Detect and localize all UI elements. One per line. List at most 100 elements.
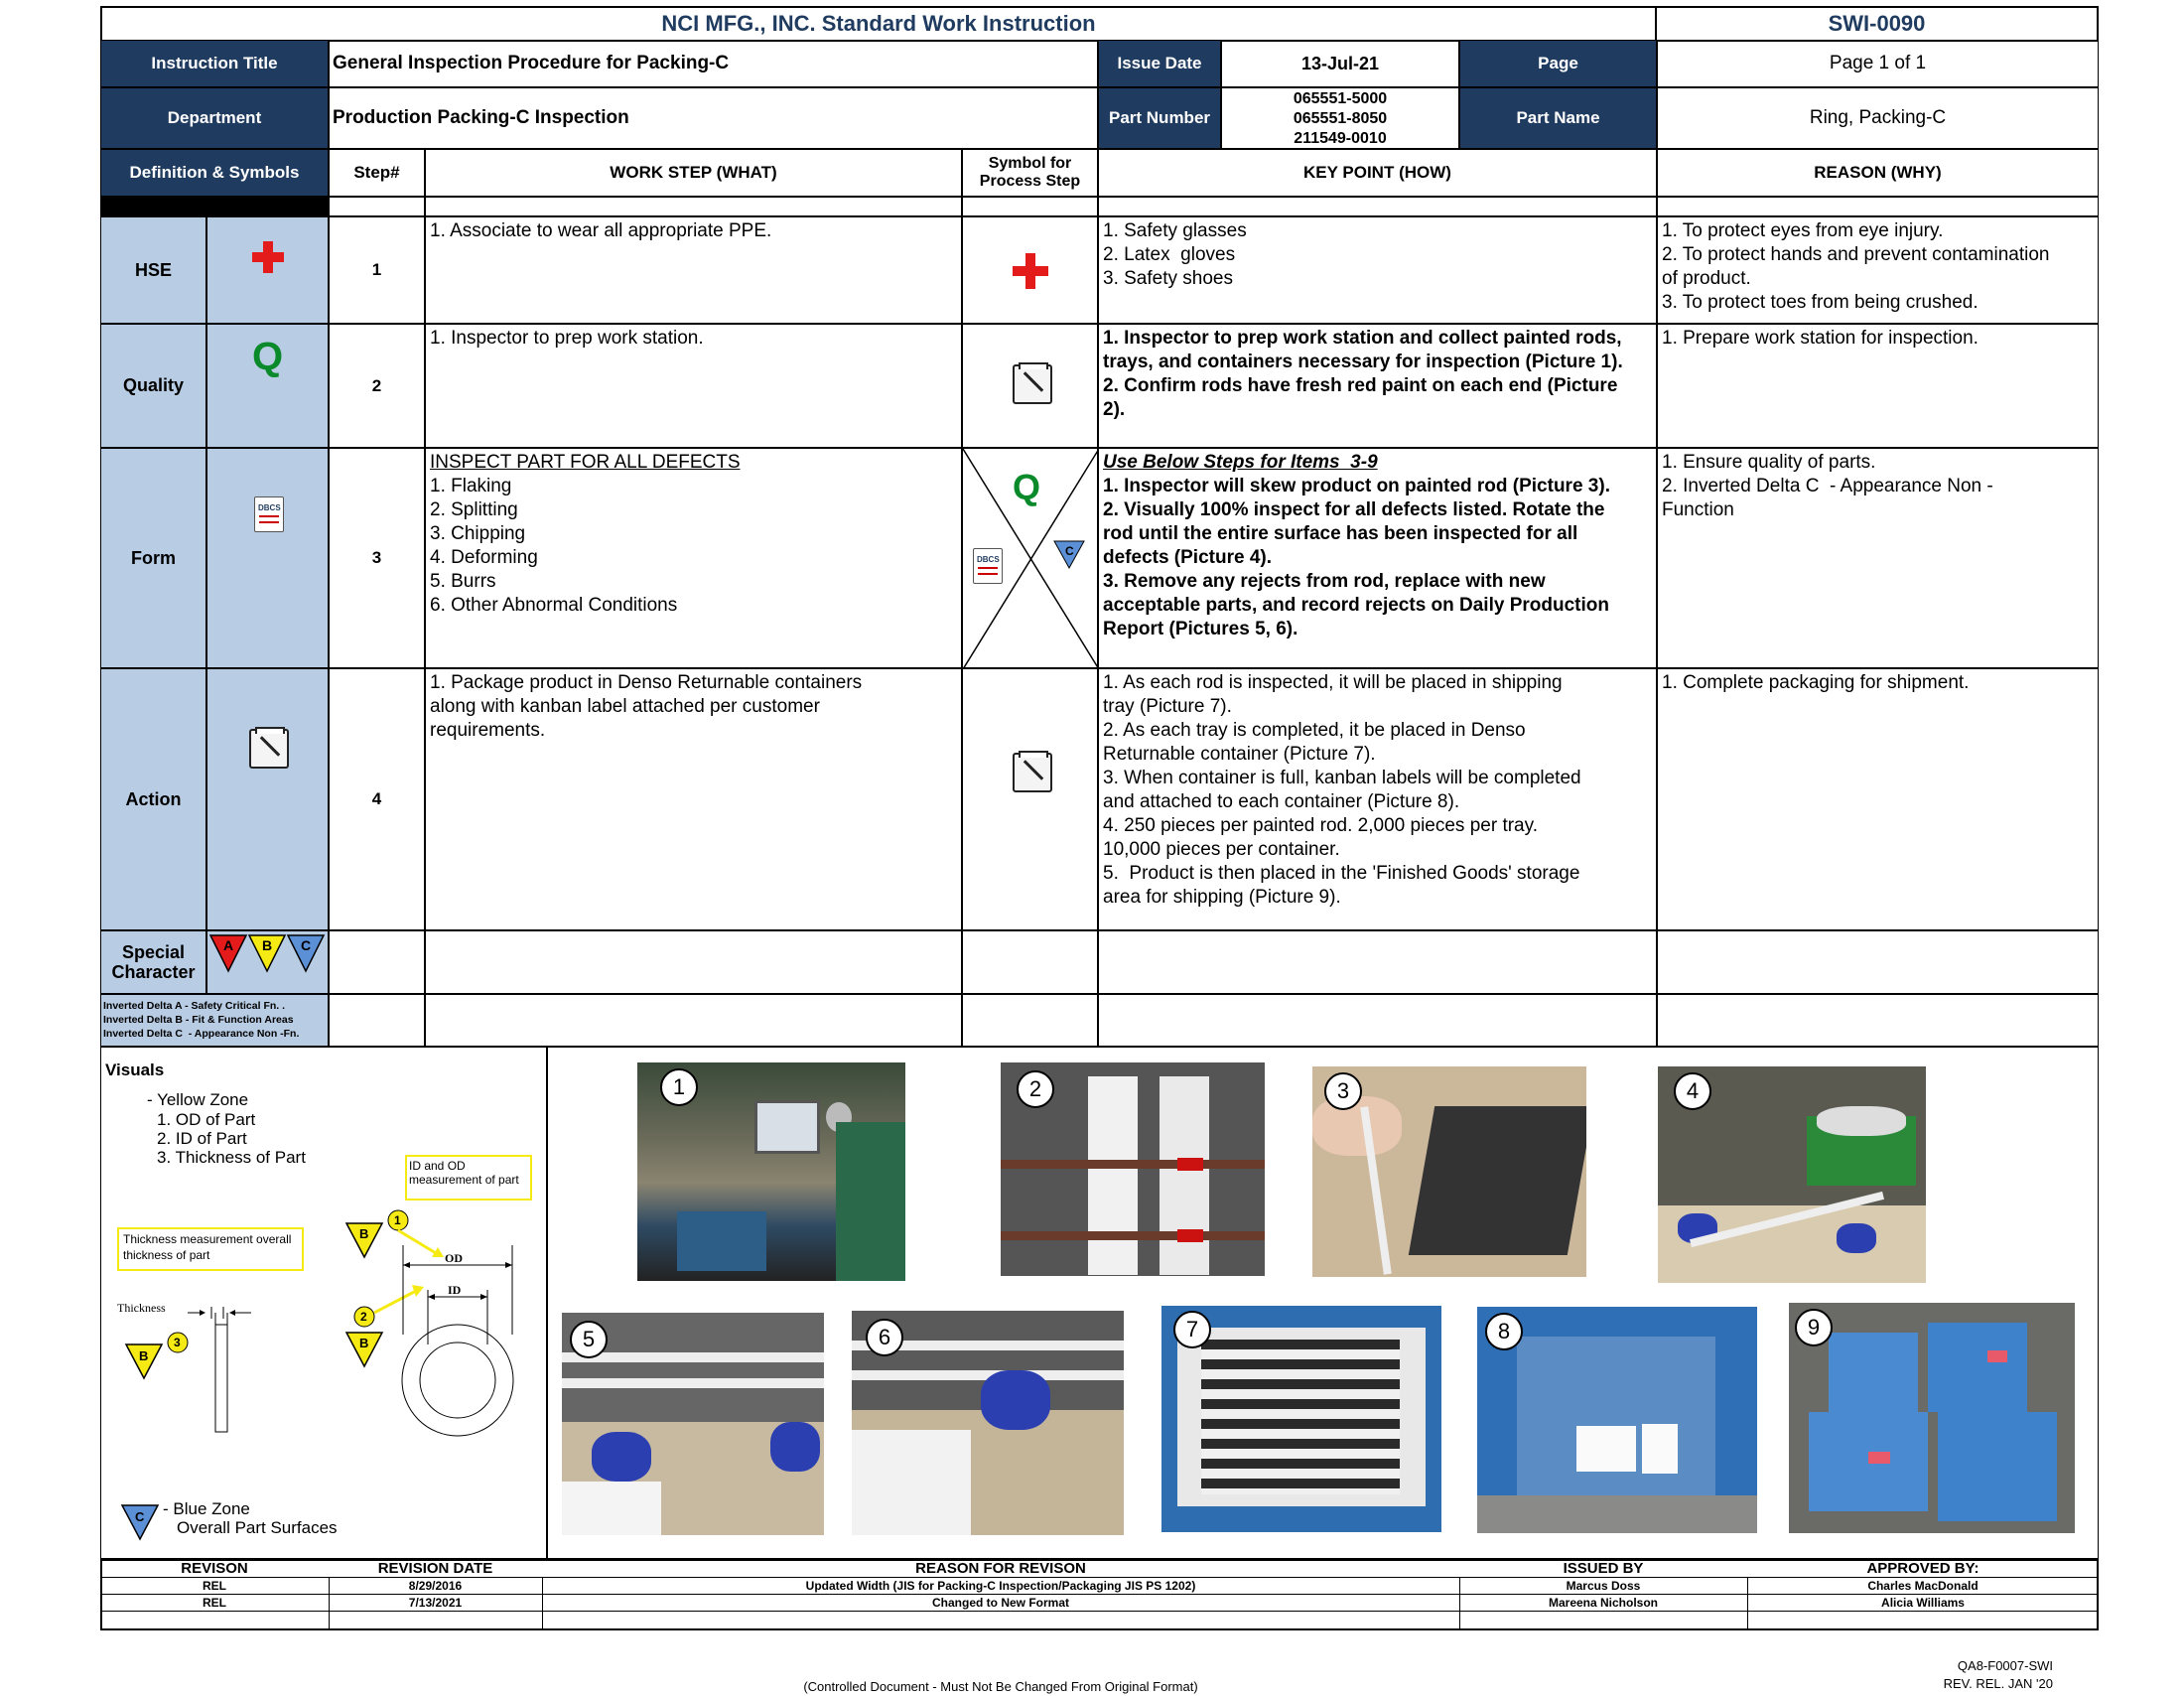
rev-row-1-date: 8/29/2016 xyxy=(408,1579,463,1593)
action-pad-icon xyxy=(249,727,289,769)
step-4-how-line: 2. As each tray is completed, it be plac… xyxy=(1103,720,1526,741)
photos-panel xyxy=(547,1047,2099,1559)
rev-line xyxy=(329,1577,330,1630)
step-1-symbol xyxy=(962,216,1098,324)
step-4-how-line: tray (Picture 7). xyxy=(1103,696,1232,717)
photo-4-number: 4 xyxy=(1674,1072,1711,1110)
callout-id-od: ID and OD measurement of part xyxy=(405,1155,532,1201)
part-number-3: 211549-0010 xyxy=(1294,130,1387,147)
photo-7 xyxy=(1161,1306,1441,1532)
step-1-how-line: 1. Safety glasses xyxy=(1103,220,1247,241)
step-3-what-line: 2. Splitting xyxy=(430,499,518,520)
photo-9 xyxy=(1789,1303,2075,1533)
yellow-zone-label: - Yellow Zone xyxy=(147,1090,249,1109)
rev-line xyxy=(542,1577,543,1630)
step-2-why-line: 1. Prepare work station for inspection. xyxy=(1662,328,1979,349)
category-quality: Quality xyxy=(100,324,206,448)
id-label: ID xyxy=(448,1283,462,1297)
step-3-how-line: 3. Remove any rejects from rod, replace … xyxy=(1103,571,1546,592)
rev-row-2-date: 7/13/2021 xyxy=(408,1596,463,1610)
rev-line xyxy=(1747,1577,1748,1630)
step-1-how-line: 3. Safety shoes xyxy=(1103,268,1233,289)
hse-symbol-cell xyxy=(206,216,329,324)
rev-row-1-revision: REL xyxy=(203,1579,226,1593)
instruction-title-label: Instruction Title xyxy=(100,40,329,87)
action-symbol-cell xyxy=(206,668,329,930)
tag-num-3: 3 xyxy=(174,1336,181,1349)
step-2-symbol xyxy=(962,324,1098,448)
symbol-header-line1: Symbol for xyxy=(988,155,1072,172)
photo-7-number: 7 xyxy=(1173,1311,1211,1348)
legend-step xyxy=(329,994,425,1047)
legend-line-c: Inverted Delta C - Appearance Non -Fn. xyxy=(103,1028,300,1040)
cross-lines xyxy=(963,449,1097,667)
tag-b-id: B xyxy=(359,1336,369,1350)
definitions-header: Definition & Symbols xyxy=(100,149,329,197)
step-4-how-line: and attached to each container (Picture … xyxy=(1103,791,1460,812)
step-3-how-line: Report (Pictures 5, 6). xyxy=(1103,619,1298,639)
photo-8 xyxy=(1477,1307,1757,1533)
photo-4 xyxy=(1658,1066,1926,1283)
spacer-symbol xyxy=(962,197,1098,216)
step-4-what-line: along with kanban label attached per cus… xyxy=(430,696,820,717)
step-3-number: 3 xyxy=(329,448,425,668)
step-3-how-line: 2. Visually 100% inspect for all defects… xyxy=(1103,499,1605,520)
category-hse: HSE xyxy=(100,216,206,324)
red-cross-icon xyxy=(1013,253,1048,289)
callout-thickness: Thickness measurement overall thickness … xyxy=(117,1227,304,1271)
step-3-how-line: rod until the entire surface has been in… xyxy=(1103,523,1578,544)
legend-symbol xyxy=(962,994,1098,1047)
red-cross-icon xyxy=(252,241,284,273)
delta-triangles xyxy=(208,934,326,973)
step-4-what-line: 1. Package product in Denso Returnable c… xyxy=(430,672,863,693)
step-1-what: 1. Associate to wear all appropriate PPE… xyxy=(425,216,962,324)
special-symbol xyxy=(962,930,1098,994)
step-3-why-line: 1. Ensure quality of parts. xyxy=(1662,452,1876,473)
special-why xyxy=(1657,930,2099,994)
rev-row-2-approved: Alicia Williams xyxy=(1881,1596,1965,1610)
step-header: Step# xyxy=(329,149,425,197)
step-3-how-line: defects (Picture 4). xyxy=(1103,547,1272,568)
step-4-how-line: Returnable container (Picture 7). xyxy=(1103,744,1376,765)
action-pad-icon xyxy=(1013,751,1052,792)
page-value: Page 1 of 1 xyxy=(1657,40,2099,87)
rev-header-approved: APPROVED BY: xyxy=(1866,1559,1979,1577)
spacer-why xyxy=(1657,197,2099,216)
step-3-why-line: Function xyxy=(1662,499,1734,520)
step-2-what: 1. Inspector to prep work station. xyxy=(425,324,962,448)
step-4-how: 1. As each rod is inspected, it will be … xyxy=(1098,668,1657,930)
delta-c-icon: C xyxy=(1065,544,1074,558)
rev-header-revision: REVISON xyxy=(181,1559,248,1577)
delta-c-icon: C xyxy=(301,937,312,953)
legend-line-b: Inverted Delta B - Fit & Function Areas xyxy=(103,1014,294,1026)
quality-q-icon: Q xyxy=(1013,467,1041,507)
thickness-label: Thickness xyxy=(117,1301,166,1315)
rev-row-2-revision: REL xyxy=(203,1596,226,1610)
quality-q-icon: Q xyxy=(251,335,284,378)
rev-line xyxy=(100,1577,2099,1578)
step-3-what-heading: INSPECT PART FOR ALL DEFECTS xyxy=(430,452,741,473)
step-3-what: INSPECT PART FOR ALL DEFECTS 1. Flaking … xyxy=(425,448,962,668)
document-id: SWI-0090 xyxy=(1655,6,2099,42)
legend-how xyxy=(1098,994,1657,1047)
tag-num-2: 2 xyxy=(360,1310,367,1324)
photo-9-number: 9 xyxy=(1795,1309,1833,1346)
step-4-what-line: requirements. xyxy=(430,720,546,741)
part-number-values: 065551-5000 065551-8050 211549-0010 xyxy=(1221,87,1459,149)
step-4-symbol xyxy=(962,668,1098,930)
department-label: Department xyxy=(100,87,329,149)
step-3-what-line: 6. Other Abnormal Conditions xyxy=(430,595,678,616)
rev-row-2-reason: Changed to New Format xyxy=(931,1596,1069,1610)
blue-zone-desc: Overall Part Surfaces xyxy=(177,1518,338,1537)
action-pad-icon xyxy=(1013,362,1052,404)
step-4-how-line: 4. 250 pieces per painted rod. 2,000 pie… xyxy=(1103,815,1538,836)
step-3-how-heading: Use Below Steps for Items 3-9 xyxy=(1103,452,1378,473)
key-point-header: KEY POINT (HOW) xyxy=(1098,149,1657,197)
rev-row-1-reason: Updated Width (JIS for Packing-C Inspect… xyxy=(805,1579,1196,1593)
special-what xyxy=(425,930,962,994)
step-1-how: 1. Safety glasses 2. Latex gloves 3. Saf… xyxy=(1098,216,1657,324)
spacer-bar xyxy=(100,197,329,216)
instruction-title-value: General Inspection Procedure for Packing… xyxy=(329,40,1098,87)
rev-row-1-issued: Marcus Doss xyxy=(1566,1579,1641,1593)
rev-header-reason: REASON FOR REVISON xyxy=(915,1559,1086,1577)
